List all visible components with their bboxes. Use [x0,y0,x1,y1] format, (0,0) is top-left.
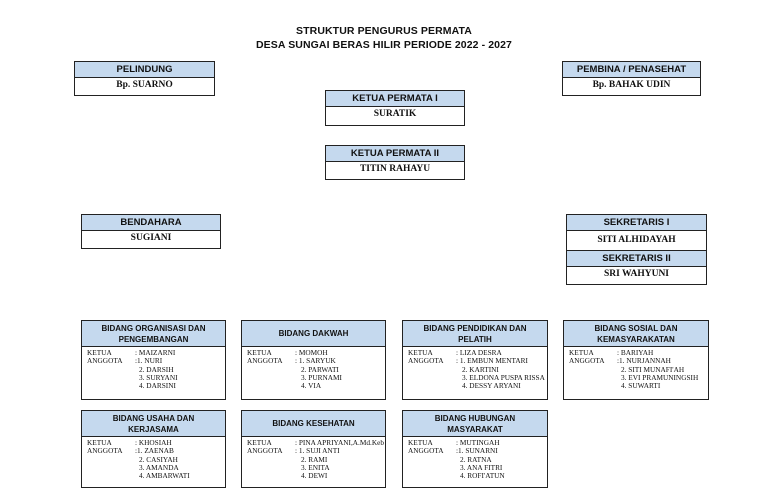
bidang-title: BIDANG USAHA DAN KERJASAMA [82,411,225,437]
bidang-members: KETUA: MUTINGAH ANGGOTA:1. SUNARNI 2. RA… [403,437,547,480]
sekretaris2-name: SRI WAHYUNI [603,269,670,279]
bidang-sosial-box: BIDANG SOSIAL DAN KEMASYARAKATAN KETUA: … [563,320,709,400]
ketua1-box: KETUA PERMATA I SURATIK [325,90,465,126]
member-row: 4. VIA [301,381,322,391]
member-row: 3. ENITA [301,462,330,472]
member-row: KETUA: BARIYAH [569,348,654,357]
chart-title-line2: DESA SUNGAI BERAS HILIR PERIODE 2022 - 2… [256,39,512,51]
bidang-members: KETUA: PINA APRIYANI,A.Md.Keb ANGGOTA: 1… [242,437,385,480]
member-row: 3. EVI PRAMUNINGSIH [621,372,699,382]
bidang-members: KETUA: MAIZARNI ANGGOTA:1. NURI 2. DARSI… [82,347,225,390]
member-row: 2. RAMI [301,454,328,464]
member-row: KETUA: MOMOH [247,348,328,357]
bendahara-name: SUGIANI [130,233,172,243]
bidang-title: BIDANG HUBUNGAN MASYARAKAT [403,411,547,437]
pembina-role: PEMBINA / PENASEHAT [563,62,700,78]
bidang-usaha-box: BIDANG USAHA DAN KERJASAMA KETUA: KHOSIA… [81,410,226,488]
sekretaris1-name: SITI ALHIDAYAH [567,231,706,251]
member-row: 3. PURNAMI [301,372,342,382]
member-row: KETUA: LIZA DESRA [408,348,502,357]
bidang-members: KETUA: MOMOH ANGGOTA: 1. SARYUK 2. PARWA… [242,347,385,390]
ketua2-name: TITIN RAHAYU [359,164,431,174]
member-row: ANGGOTA: 1. SARYUK [247,356,336,366]
bidang-members: KETUA: LIZA DESRA ANGGOTA: 1. EMBUN MENT… [403,347,547,390]
chart-title-line1: STRUKTUR PENGURUS PERMATA [296,25,472,37]
member-row: KETUA: KHOSIAH [87,438,172,447]
bidang-pendidikan-box: BIDANG PENDIDIKAN DAN PELATIH KETUA: LIZ… [402,320,548,400]
ketua2-role: KETUA PERMATA II [326,146,464,162]
member-row: 4. ROFI'ATUN [460,471,505,481]
member-row: 4. SUWARTI [621,381,661,391]
sekretaris1-role: SEKRETARIS I [567,215,706,231]
bidang-title: BIDANG PENDIDIKAN DAN PELATIH [403,321,547,347]
member-row: 2. SITI MUNAFI'AH [621,364,685,374]
member-row: KETUA: MAIZARNI [87,348,176,357]
member-row: 4. DEWI [301,471,328,481]
member-row: 2. RATNA [460,454,492,464]
member-row: 3. ANA FITRI [460,462,503,472]
member-row: 2. DARSIH [139,364,174,374]
member-row: KETUA: MUTINGAH [408,438,500,447]
bidang-organisasi-box: BIDANG ORGANISASI DAN PENGEMBANGAN KETUA… [81,320,226,400]
ketua2-box: KETUA PERMATA II TITIN RAHAYU [325,145,465,180]
ketua1-role: KETUA PERMATA I [326,91,464,107]
member-row: ANGGOTA: 1. EMBUN MENTARI [408,356,528,366]
member-row: 3. AMANDA [139,462,179,472]
bidang-title: BIDANG DAKWAH [242,321,385,347]
member-row: 3. SURYANI [139,372,178,382]
member-row: ANGGOTA: 1. SUJI ANTI [247,446,340,456]
pelindung-role: PELINDUNG [75,62,214,78]
member-row: KETUA: PINA APRIYANI,A.Md.Keb [247,438,384,447]
bidang-members: KETUA: KHOSIAH ANGGOTA:1. ZAENAB 2. CASI… [82,437,225,480]
ketua1-name: SURATIK [373,109,417,119]
member-row: ANGGOTA:1. SUNARNI [408,446,498,456]
member-row: 3. ELDONA PUSPA RISSA [462,372,545,382]
member-row: ANGGOTA:1. ZAENAB [87,446,174,456]
member-row: 2. PARWATI [301,364,339,374]
member-row: 4. DESSY ARYANI [462,381,521,391]
pembina-box: PEMBINA / PENASEHAT Bp. BAHAK UDIN [562,61,701,96]
member-row: 2. KARTINI [462,364,499,374]
bidang-dakwah-box: BIDANG DAKWAH KETUA: MOMOH ANGGOTA: 1. S… [241,320,386,400]
member-row: 2. CASIYAH [139,454,178,464]
pembina-name: Bp. BAHAK UDIN [592,80,671,90]
member-row: 4. AMBARWATI [139,471,190,481]
bidang-humas-box: BIDANG HUBUNGAN MASYARAKAT KETUA: MUTING… [402,410,548,488]
bidang-title: BIDANG ORGANISASI DAN PENGEMBANGAN [82,321,225,347]
sekretaris2-role: SEKRETARIS II [567,251,706,267]
bidang-title: BIDANG SOSIAL DAN KEMASYARAKATAN [564,321,708,347]
bendahara-role: BENDAHARA [82,215,220,231]
sekretaris-box: SEKRETARIS I SITI ALHIDAYAH SEKRETARIS I… [566,214,707,285]
bendahara-box: BENDAHARA SUGIANI [81,214,221,249]
bidang-kesehatan-box: BIDANG KESEHATAN KETUA: PINA APRIYANI,A.… [241,410,386,488]
member-row: ANGGOTA:1. NURI [87,356,163,366]
member-row: ANGGOTA:1. NURJANNAH [569,356,671,366]
bidang-title: BIDANG KESEHATAN [242,411,385,437]
pelindung-name: Bp. SUARNO [116,80,173,90]
member-row: 4. DARSINI [139,381,176,391]
bidang-members: KETUA: BARIYAH ANGGOTA:1. NURJANNAH 2. S… [564,347,708,390]
pelindung-box: PELINDUNG Bp. SUARNO [74,61,215,96]
